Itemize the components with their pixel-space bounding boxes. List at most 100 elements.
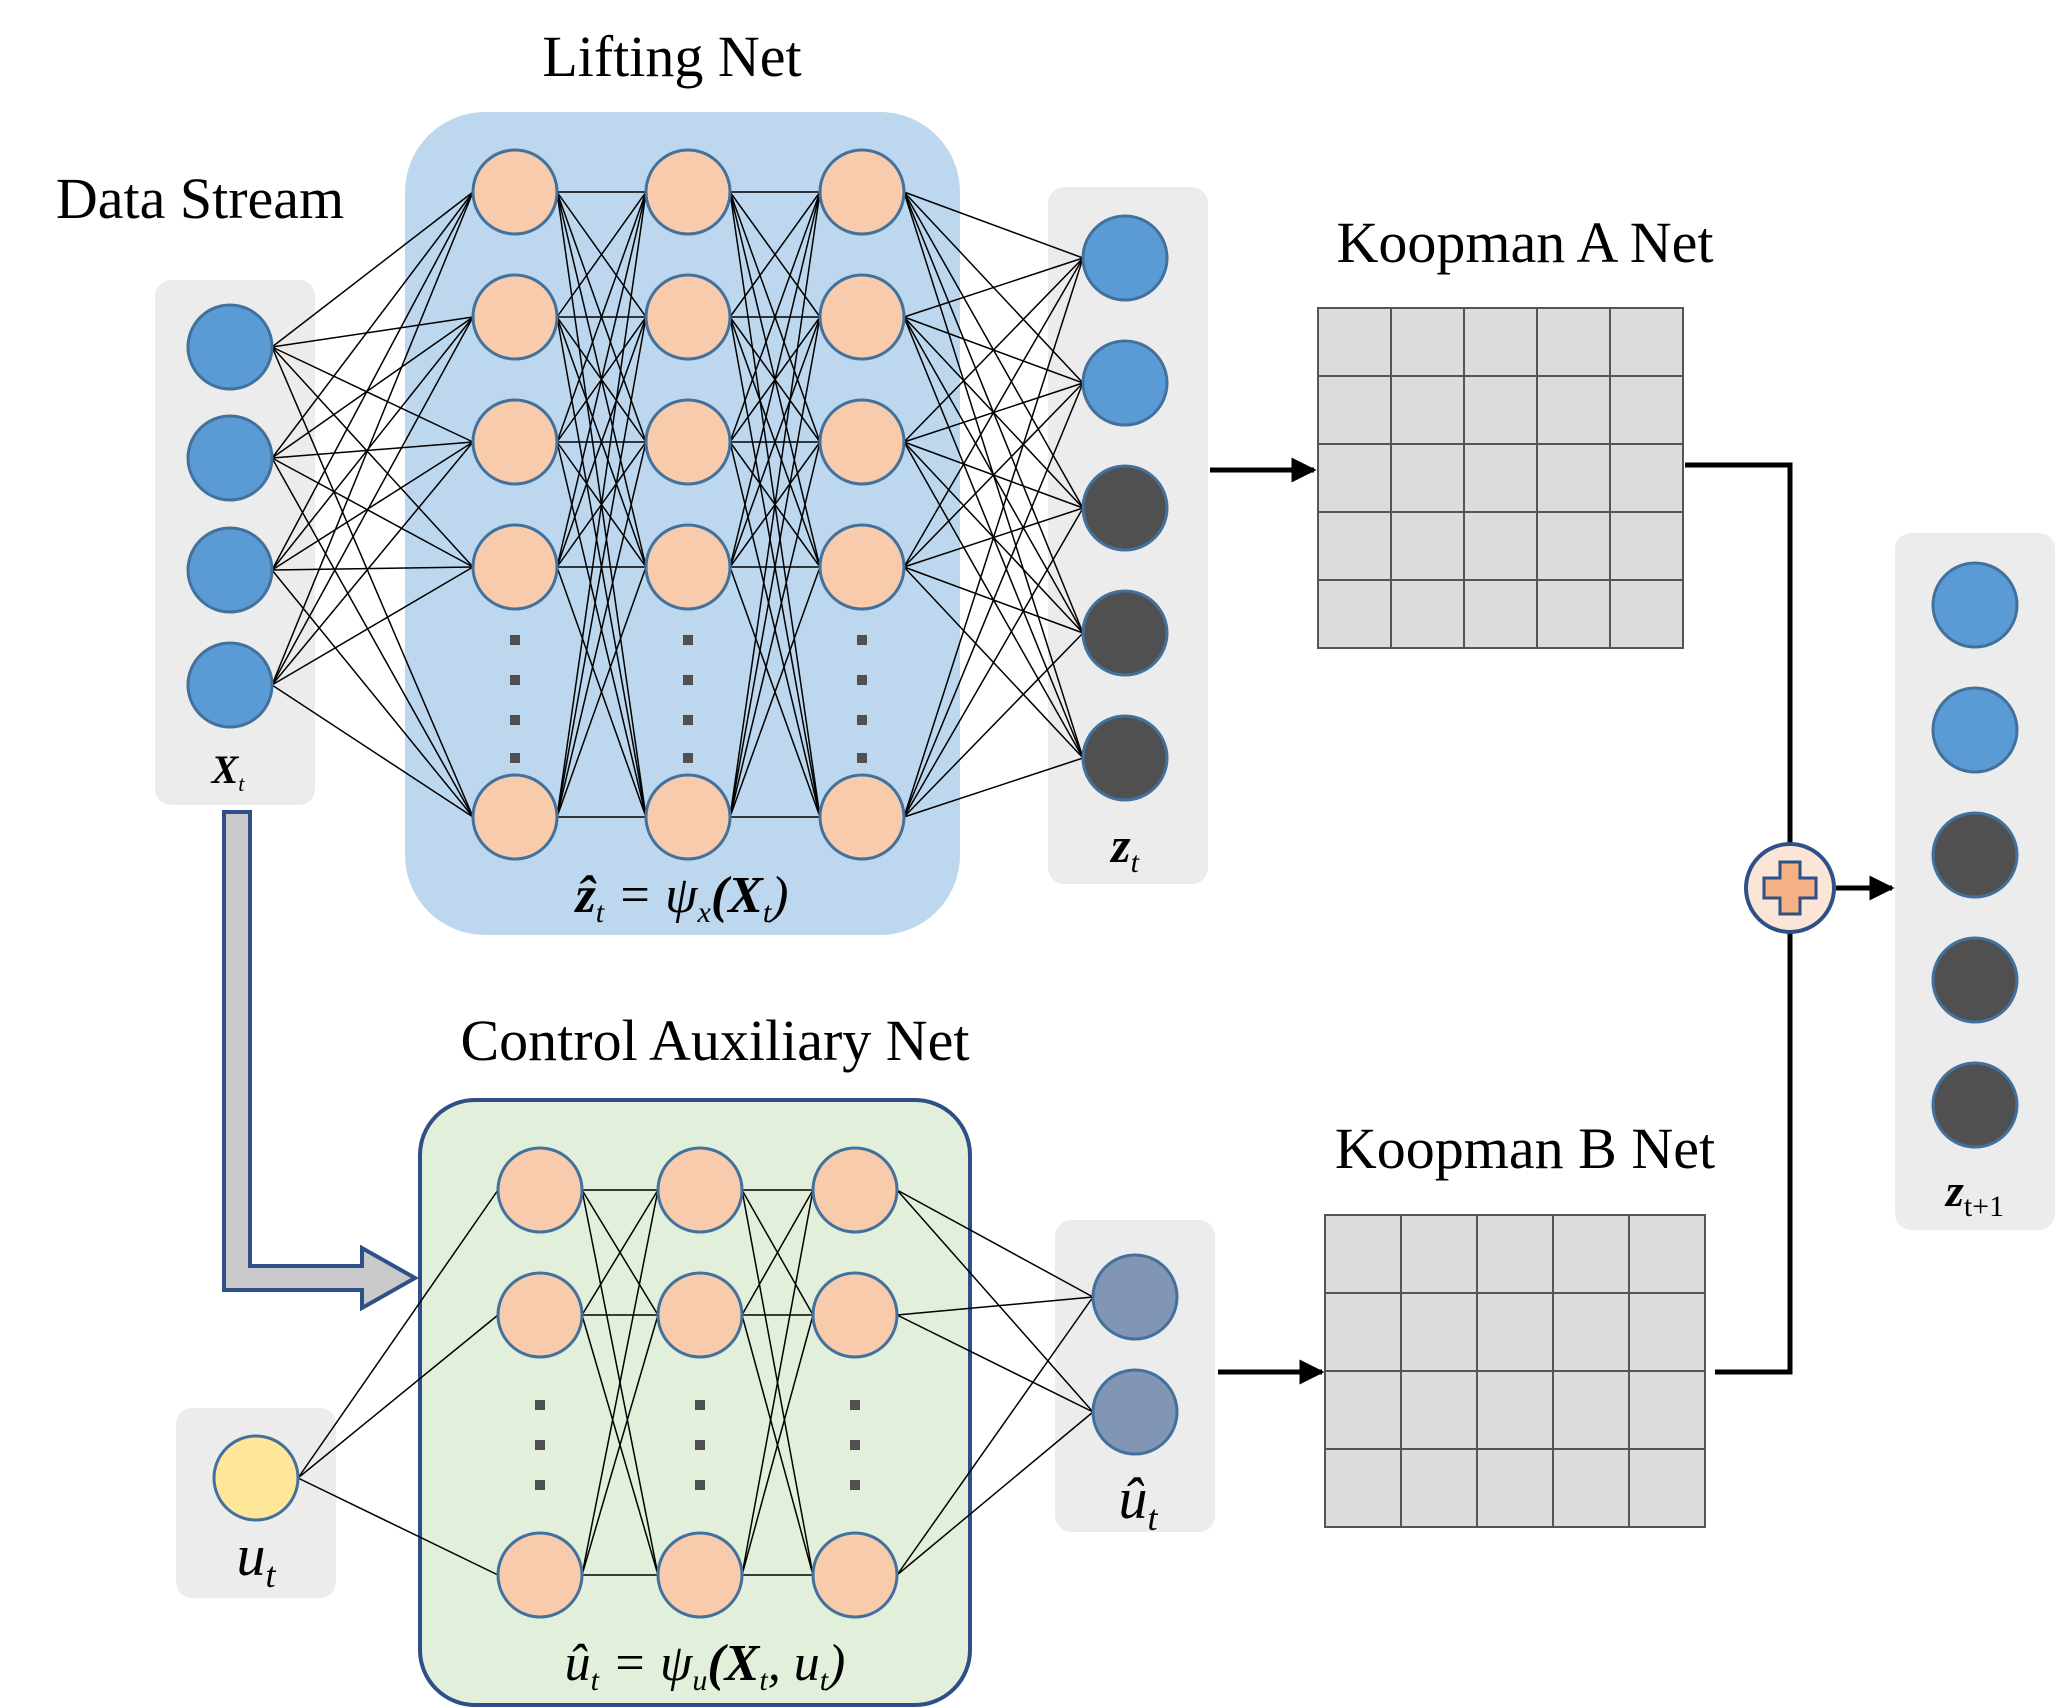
koopman-b-cell: [1400, 1370, 1478, 1450]
control-hidden-node: [496, 1531, 584, 1619]
koopman-b-cell: [1324, 1448, 1402, 1528]
koopman-a-cell: [1390, 443, 1465, 513]
control-hidden-node: [811, 1271, 899, 1359]
koopman-b-cell: [1324, 1292, 1402, 1372]
control-input-node: [212, 1434, 300, 1522]
connection-edge: [896, 1296, 1094, 1576]
koopman-a-cell: [1609, 375, 1684, 445]
lifting-hidden-node: [644, 273, 732, 361]
control-hidden-node: [656, 1531, 744, 1619]
connection-edge: [271, 191, 474, 348]
connection-edge: [271, 457, 474, 818]
lifting-hidden-node: [471, 273, 559, 361]
koopman-b-cell: [1476, 1214, 1554, 1294]
lifting-hidden-node: [471, 398, 559, 486]
u-t-label: ut: [236, 1523, 276, 1595]
koopman-a-matrix: [1317, 307, 1684, 649]
koopman-a-cell: [1390, 511, 1465, 581]
lifting-hidden-node: [644, 148, 732, 236]
ellipsis-dot: [695, 1480, 705, 1490]
lifted-state-node: [1081, 714, 1169, 802]
connection-edge: [903, 257, 1084, 818]
control-hidden-node: [811, 1531, 899, 1619]
koopman-a-cell: [1609, 579, 1684, 649]
ellipsis-dot: [695, 1440, 705, 1450]
connection-edge: [896, 1296, 1094, 1316]
koopman-a-cell: [1390, 375, 1465, 445]
u-hat-t-label: ût: [1118, 1466, 1158, 1538]
connection-edge: [297, 1477, 499, 1576]
lifting-formula: ẑt = ψx(Xt): [574, 867, 789, 929]
connection-edge: [729, 566, 821, 818]
koopman-a-cell: [1463, 307, 1538, 377]
connection-edge: [896, 1314, 1094, 1413]
connection-edge: [297, 1314, 499, 1479]
koopman-b-cell: [1400, 1214, 1478, 1294]
control-hidden-node: [811, 1146, 899, 1234]
lifting-hidden-node: [818, 273, 906, 361]
lifting-hidden-node: [818, 148, 906, 236]
koopman-b-cell: [1552, 1292, 1630, 1372]
koopman-b-cell: [1400, 1448, 1478, 1528]
lifted-state-node: [1081, 464, 1169, 552]
lifting-hidden-node: [644, 398, 732, 486]
control-formula: ût = ψu(Xt, ut): [565, 1635, 846, 1697]
control-hidden-node: [496, 1146, 584, 1234]
connection-edge: [729, 191, 821, 568]
ellipsis-dot: [510, 675, 520, 685]
connection-edge: [729, 316, 821, 568]
input-node: [186, 303, 274, 391]
connection-edge: [556, 441, 647, 818]
koopman-a-cell: [1609, 443, 1684, 513]
lifting-hidden-node: [471, 523, 559, 611]
connection-edge: [729, 441, 821, 818]
koopman-a-cell: [1536, 375, 1611, 445]
connection-edge: [297, 1189, 499, 1479]
koopman-b-cell: [1324, 1370, 1402, 1450]
next-state-node: [1931, 1061, 2019, 1149]
lifting-hidden-node: [818, 773, 906, 861]
ellipsis-dot: [857, 753, 867, 763]
input-node: [186, 641, 274, 729]
next-state-node: [1931, 811, 2019, 899]
control-hidden-node: [496, 1271, 584, 1359]
lifting-hidden-node: [644, 523, 732, 611]
connection-edge: [271, 346, 474, 818]
koopman-b-cell: [1628, 1214, 1706, 1294]
z-t-plus-1-label: zt+1: [1944, 1165, 2004, 1223]
connection-edge: [903, 257, 1084, 568]
koopman-a-to-sum-line: [1685, 462, 1793, 858]
lifted-state-node: [1081, 339, 1169, 427]
input-node: [186, 526, 274, 614]
koopman-a-cell: [1609, 307, 1684, 377]
lifting-hidden-node: [818, 523, 906, 611]
connection-edge: [729, 191, 821, 318]
koopman-b-matrix: [1324, 1214, 1706, 1528]
koopman-b-cell: [1552, 1370, 1630, 1450]
koopman-a-cell: [1317, 443, 1392, 513]
connection-edge: [556, 191, 647, 818]
koopman-a-cell: [1536, 307, 1611, 377]
ellipsis-dot: [683, 675, 693, 685]
connection-edge: [581, 1314, 659, 1576]
connection-edge: [271, 316, 474, 686]
connection-edge: [271, 566, 474, 686]
connection-edge: [729, 191, 821, 818]
connection-edge: [896, 1411, 1094, 1576]
koopman-a-cell: [1317, 579, 1392, 649]
koopman-b-cell: [1476, 1370, 1554, 1450]
connection-edge: [581, 1189, 659, 1576]
ellipsis-dot: [683, 715, 693, 725]
koopman-b-cell: [1552, 1214, 1630, 1294]
koopman-a-cell: [1463, 511, 1538, 581]
koopman-b-to-sum-line: [1715, 930, 1793, 1375]
connection-edge: [271, 684, 474, 818]
koopman-a-cell: [1536, 511, 1611, 581]
lifting-hidden-node: [471, 773, 559, 861]
connection-edge: [271, 457, 474, 568]
ellipsis-dot: [510, 753, 520, 763]
ellipsis-dots: [510, 635, 867, 1490]
lifting-hidden-node: [644, 773, 732, 861]
ellipsis-dot: [535, 1400, 545, 1410]
connection-edge: [556, 316, 647, 818]
